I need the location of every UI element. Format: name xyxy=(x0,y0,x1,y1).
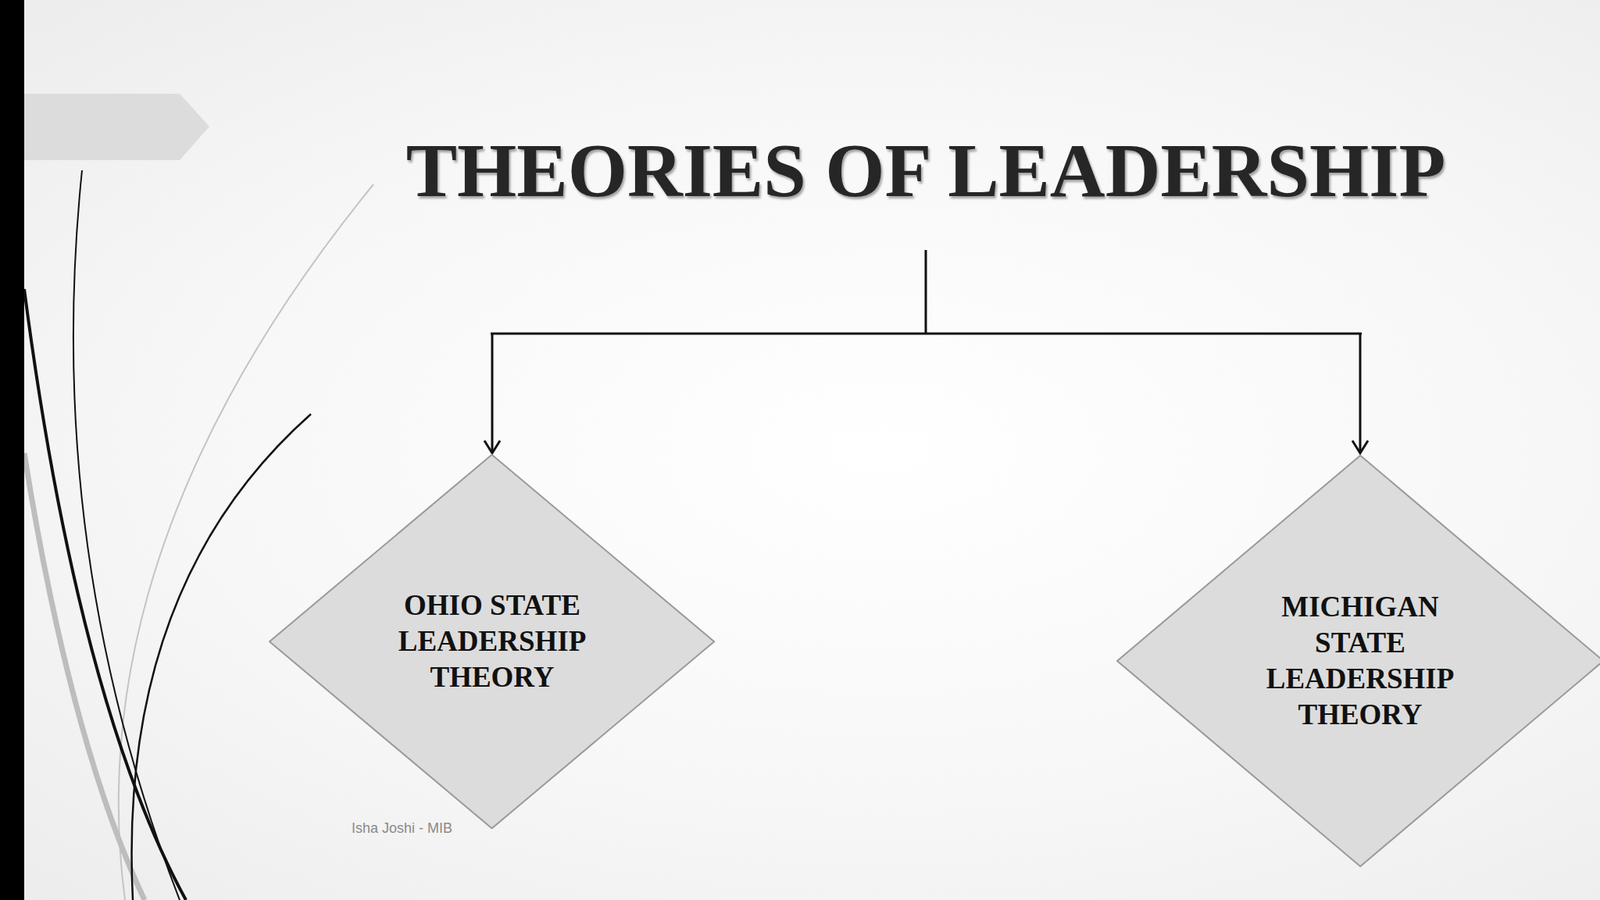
decor-curve xyxy=(132,414,311,900)
tree-connector xyxy=(484,250,1368,454)
decor-curve xyxy=(118,184,374,900)
header-tab xyxy=(0,93,210,161)
decor-curve xyxy=(24,289,186,900)
decision-diamond: MICHIGAN STATE LEADERSHIP THEORY xyxy=(1116,454,1600,868)
decor-curve xyxy=(73,170,180,900)
node-label: OHIO STATE LEADERSHIP THEORY xyxy=(378,587,606,696)
footer-note: Isha Joshi - MIB xyxy=(351,820,453,837)
side-bar xyxy=(0,0,25,900)
decision-diamond: OHIO STATE LEADERSHIP THEORY xyxy=(268,453,715,829)
diamond-shape xyxy=(1116,454,1600,868)
node-label: MICHIGAN STATE LEADERSHIP THEORY xyxy=(1246,589,1474,733)
slide-title: THEORIES OF LEADERSHIP xyxy=(406,125,1447,218)
